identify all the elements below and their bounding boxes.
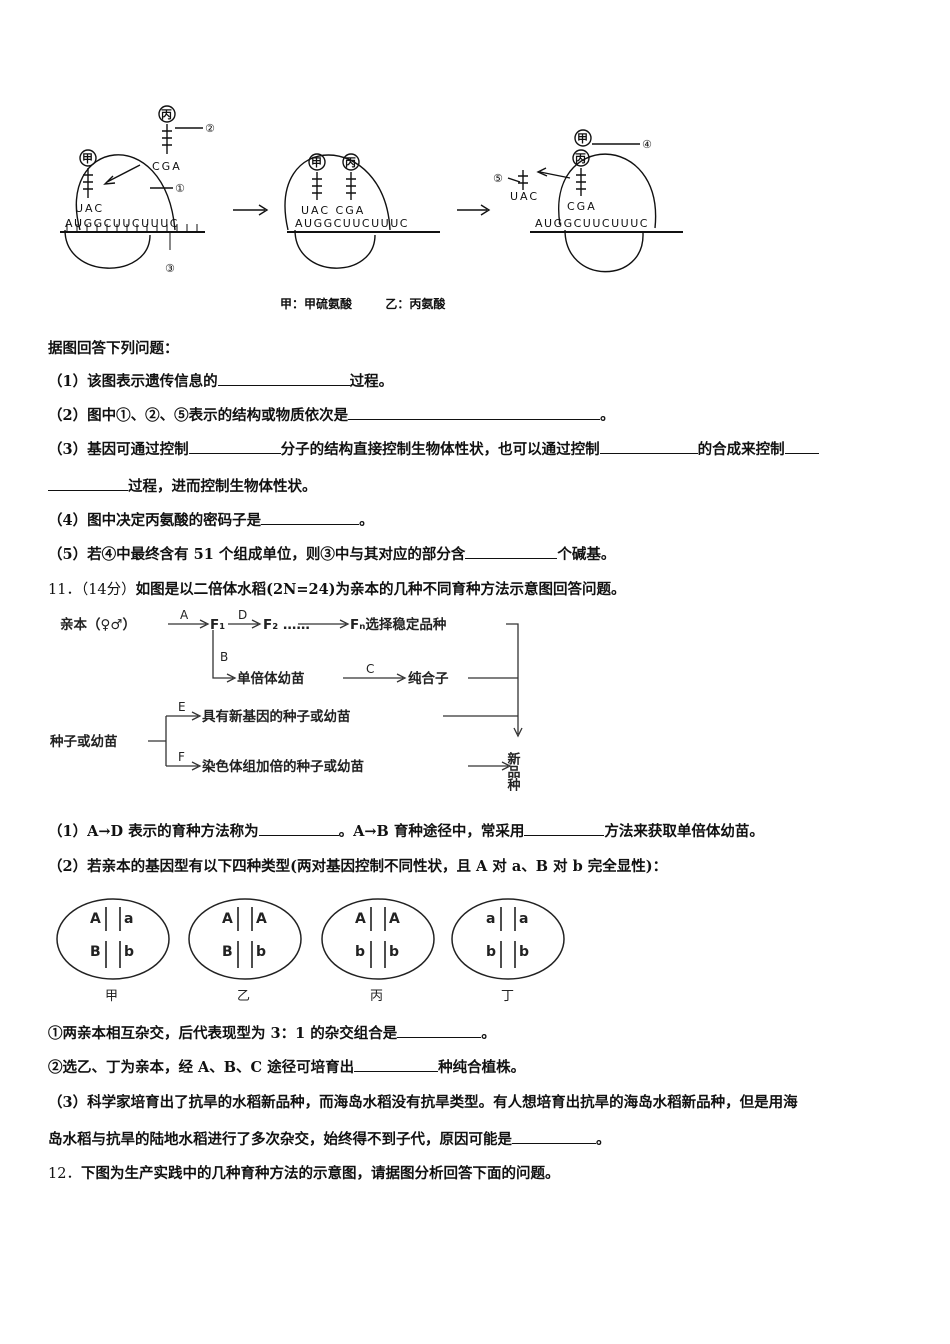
svg-text:A: A xyxy=(389,911,400,927)
answer-blank[interactable] xyxy=(48,476,128,491)
q10-2: （2）图中①、②、⑤表示的结构或物质依次是。 xyxy=(48,405,615,424)
mark-1: ① xyxy=(175,182,185,195)
cell-label-ding: 丁 xyxy=(501,989,514,1004)
label-jia-1: 甲 xyxy=(82,152,93,165)
q10-4: （4）图中决定丙氨酸的密码子是。 xyxy=(48,510,374,529)
node-F2: F₂ …… xyxy=(263,617,310,633)
q10-5: （5）若④中最终含有 51 个组成单位，则③中与其对应的部分含个碱基。 xyxy=(48,544,616,563)
svg-text:B: B xyxy=(90,944,101,960)
q11-title: 11．（14分）如图是以二倍体水稻(2N=24)为亲本的几种不同育种方法示意图回… xyxy=(48,581,626,598)
ribosome-small-subunit xyxy=(64,229,151,269)
q11-2: （2）若亲本的基因型有以下四种类型(两对基因控制不同性状，且 A 对 a、B 对… xyxy=(48,858,668,875)
mark-4: ④ xyxy=(642,138,652,151)
node-F1: F₁ xyxy=(210,617,225,633)
svg-text:b: b xyxy=(256,944,266,960)
svg-text:A: A xyxy=(90,911,101,927)
svg-text:b: b xyxy=(124,944,134,960)
mark-2: ② xyxy=(205,122,215,135)
answer-blank[interactable] xyxy=(397,1023,482,1038)
q10-3: （3）基因可通过控制分子的结构直接控制生物体性状，也可以通过控制的合成来控制 xyxy=(48,438,819,459)
breeding-diagram: 亲本（♀♂） A F₁ D F₂ …… Fₙ选择稳定品种 B 单倍体幼苗 C 纯… xyxy=(49,608,523,792)
anticodon-2: UAC CGA xyxy=(301,204,365,217)
node-parent: 亲本（♀♂） xyxy=(60,616,136,633)
mark-5: ⑤ xyxy=(493,172,503,185)
cell-label-yi: 乙 xyxy=(237,989,250,1004)
label-D: D xyxy=(238,608,247,622)
mrna-1: AUGGCUUCUUUC xyxy=(65,217,179,230)
answer-blank[interactable] xyxy=(348,405,601,420)
svg-text:b: b xyxy=(389,944,399,960)
answer-blank[interactable] xyxy=(465,544,558,559)
node-haploid: 单倍体幼苗 xyxy=(237,670,305,687)
answer-blank[interactable] xyxy=(599,439,698,454)
svg-text:A: A xyxy=(222,911,233,927)
ribosome-large-subunit xyxy=(75,154,176,231)
label-C: C xyxy=(366,662,374,676)
svg-text:b: b xyxy=(355,944,365,960)
node-seed: 种子或幼苗 xyxy=(49,733,118,750)
codon-cga-1: CGA xyxy=(152,160,182,173)
answer-blank[interactable] xyxy=(258,821,339,836)
anticodon-uac-3: UAC xyxy=(510,190,539,203)
translation-figure: 丙 甲 CGA UAC AUGGCUUCUUUC ② ① ③ 甲 丙 UAC C… xyxy=(60,105,683,311)
answer-blank[interactable] xyxy=(512,1129,596,1144)
q10-3-cont: 过程，进而控制生物体性状。 xyxy=(48,475,317,496)
answer-blank[interactable] xyxy=(261,510,360,525)
answer-blank[interactable] xyxy=(217,371,350,386)
node-newvar: 新品种 xyxy=(505,751,522,792)
q11-3-cont: 岛水稻与抗旱的陆地水稻进行了多次杂交，始终得不到子代，原因可能是。 xyxy=(48,1129,611,1148)
label-F: F xyxy=(178,750,185,764)
svg-text:a: a xyxy=(519,911,528,927)
answer-blank[interactable] xyxy=(524,821,605,836)
answer-blank[interactable] xyxy=(784,439,819,454)
label-jia-2: 甲 xyxy=(311,156,322,169)
svg-text:B: B xyxy=(222,944,233,960)
mark-3: ③ xyxy=(165,262,175,275)
answer-blank[interactable] xyxy=(354,1057,439,1072)
cell-label-jia: 甲 xyxy=(105,989,118,1004)
label-A: A xyxy=(180,608,189,622)
figure-legend: 甲：甲硫氨酸 乙：丙氨酸 xyxy=(280,296,446,311)
label-bing-top: 丙 xyxy=(161,108,172,121)
anticodon-uac-1: UAC xyxy=(75,202,104,215)
q10-1: （1）该图表示遗传信息的过程。 xyxy=(48,371,394,390)
q10-intro: 据图回答下列问题： xyxy=(48,340,179,357)
node-Fn: Fₙ选择稳定品种 xyxy=(350,616,446,633)
q12-title: 12．下图为生产实践中的几种育种方法的示意图，请据图分析回答下面的问题。 xyxy=(48,1165,560,1182)
cell-label-bing: 丙 xyxy=(370,989,383,1004)
node-doubled: 染色体组加倍的种子或幼苗 xyxy=(202,758,364,775)
node-pure: 纯合子 xyxy=(408,670,449,687)
label-bing-3: 丙 xyxy=(575,152,586,165)
mrna-3: AUGGCUUCUUUC xyxy=(535,217,649,230)
svg-text:b: b xyxy=(519,944,529,960)
mrna-2: AUGGCUUCUUUC xyxy=(295,217,409,230)
svg-text:a: a xyxy=(486,911,495,927)
label-B: B xyxy=(220,650,228,664)
svg-text:a: a xyxy=(124,911,133,927)
svg-text:A: A xyxy=(355,911,366,927)
node-newgene: 具有新基因的种子或幼苗 xyxy=(201,708,351,725)
q11-1: （1）A→D 表示的育种方法称为。A→B 育种途径中，常采用方法来获取单倍体幼苗… xyxy=(48,821,764,840)
label-bing-2: 丙 xyxy=(345,156,356,169)
anticodon-cga-3: CGA xyxy=(567,200,597,213)
q11-3: （3）科学家培育出了抗旱的水稻新品种，而海岛水稻没有抗旱类型。有人想培育出抗旱的… xyxy=(48,1094,798,1111)
q11-2-1: ①两亲本相互杂交，后代表现型为 3：1 的杂交组合是。 xyxy=(48,1023,496,1042)
q11-2-2: ②选乙、丁为亲本，经 A、B、C 途径可培育出种纯合植株。 xyxy=(48,1057,526,1076)
svg-text:b: b xyxy=(486,944,496,960)
svg-text:A: A xyxy=(256,911,267,927)
answer-blank[interactable] xyxy=(188,439,281,454)
label-jia-3: 甲 xyxy=(577,132,588,145)
label-E: E xyxy=(178,700,186,714)
